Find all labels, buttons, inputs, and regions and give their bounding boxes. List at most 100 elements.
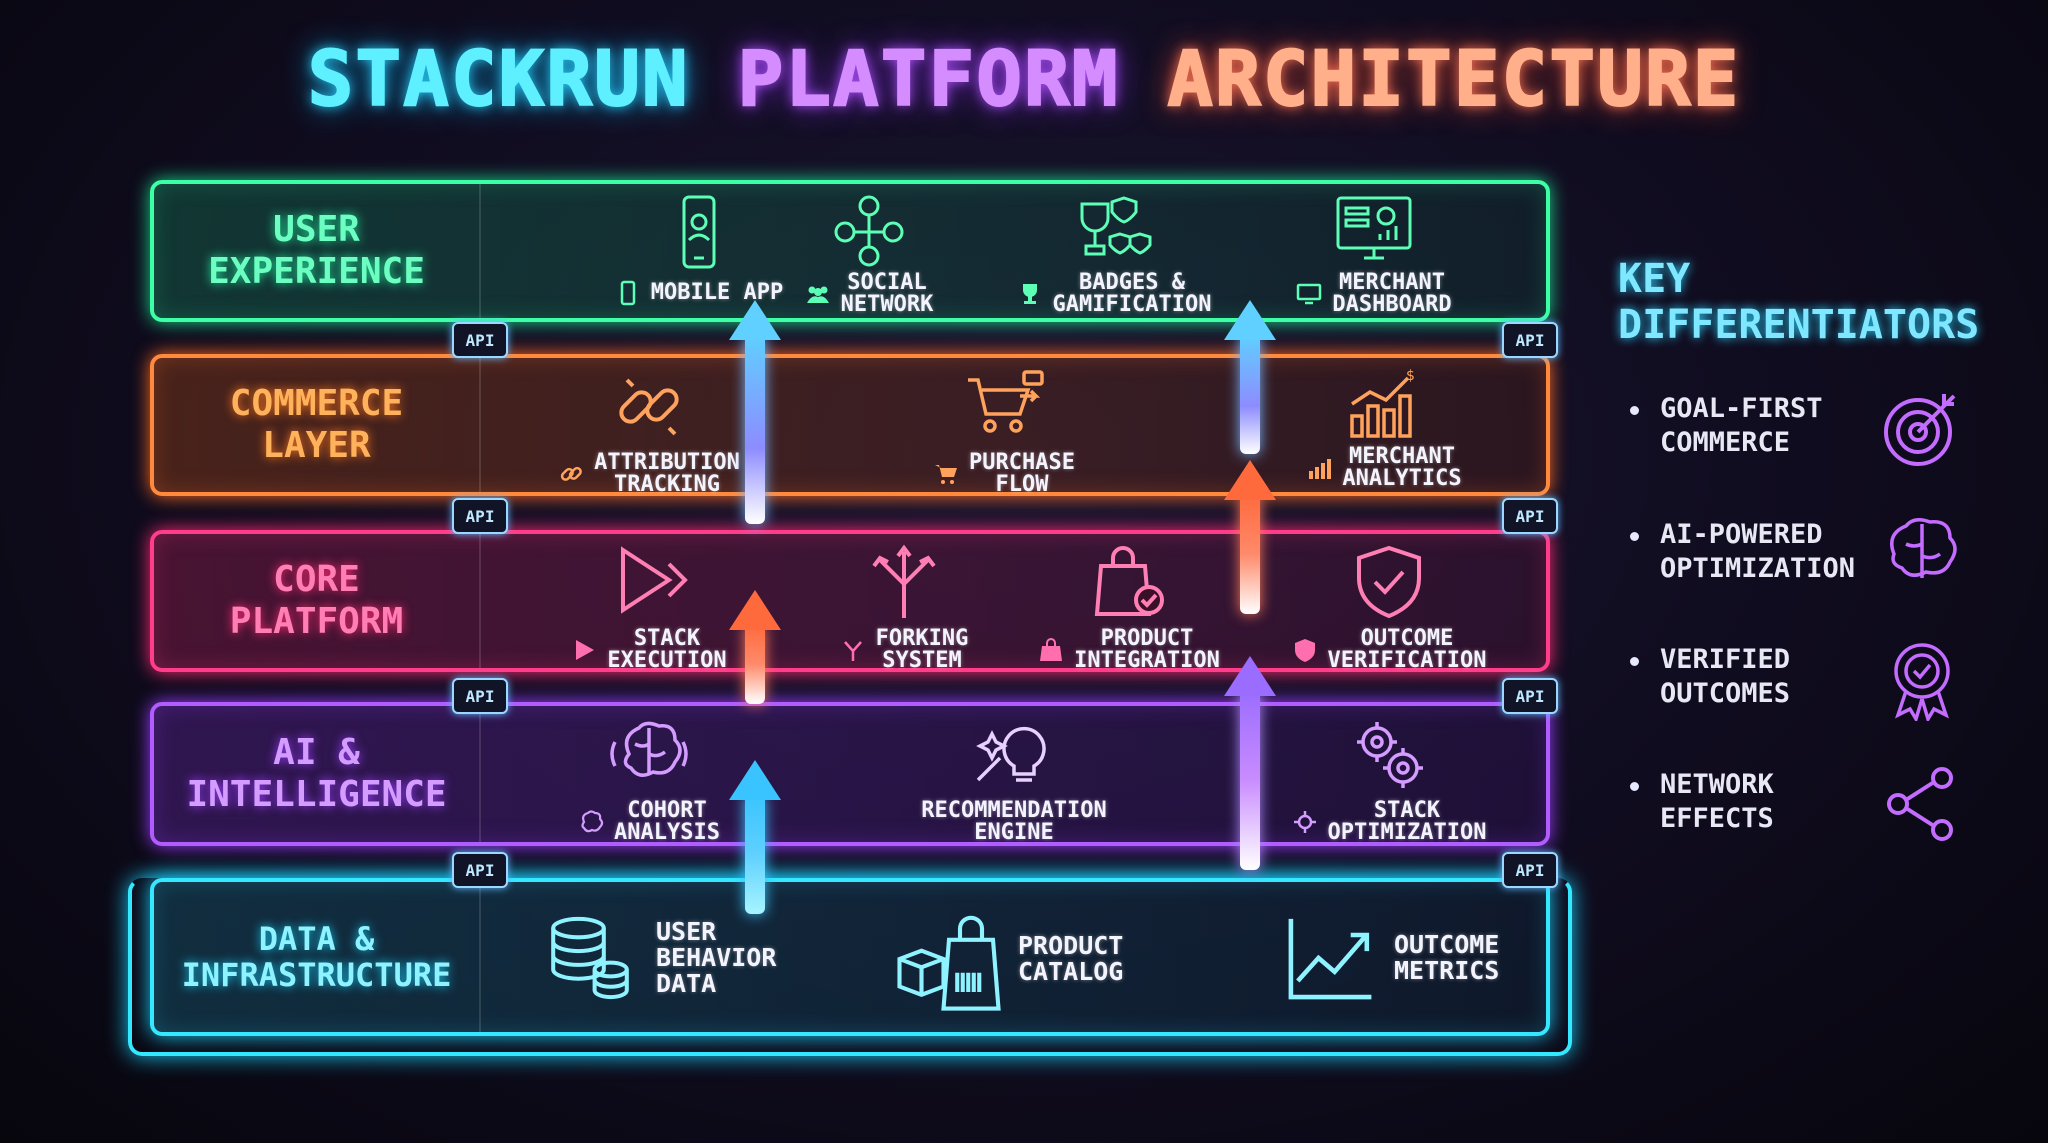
people-icon [806, 286, 829, 303]
flow-arrow [729, 300, 781, 524]
api-chip: API [1502, 852, 1558, 888]
ux-badges-gamification: BADGES & GAMIFICATION [999, 192, 1229, 316]
item-label: SOCIAL NETWORK [840, 270, 934, 317]
item-label: PRODUCT INTEGRATION [1074, 626, 1220, 673]
item-label: OUTCOME METRICS [1394, 930, 1500, 985]
differentiator-label: GOAL-FIRST COMMERCE [1660, 393, 1823, 458]
trophy-small-icon [1022, 284, 1037, 304]
gear-small-icon [1293, 811, 1316, 833]
layer-core-platform: CORE PLATFORM STACK EXECUTION FORKING SY… [150, 530, 1550, 672]
shield-small-icon [1294, 639, 1315, 662]
differentiator-label: AI-POWERED OPTIMIZATION [1660, 519, 1856, 584]
trend-chart-icon [1288, 918, 1372, 1000]
database-icon [551, 916, 629, 1000]
data-product-catalog: PRODUCT CATALOG [894, 904, 1194, 1014]
core-stack-execution: STACK EXECUTION [524, 542, 774, 672]
play-icon [621, 546, 688, 614]
differentiator-label: NETWORK EFFECTS [1660, 769, 1774, 834]
commerce-purchase-flow: PURCHASE FLOW [894, 366, 1114, 496]
layer-label: AI & INTELLIGENCE [154, 706, 481, 842]
differentiator-verified: VERIFIED OUTCOMES [1630, 643, 1970, 723]
ux-social-network: SOCIAL NETWORK [769, 192, 969, 316]
fork-icon [872, 544, 936, 618]
item-label: MERCHANT DASHBOARD [1332, 270, 1452, 317]
item-label: PRODUCT CATALOG [1018, 931, 1124, 986]
differentiator-ai-powered: AI-POWERED OPTIMIZATION [1630, 518, 1970, 598]
shopping-cart-icon [968, 370, 1044, 433]
differentiator-goal-first: GOAL-FIRST COMMERCE [1630, 392, 1970, 472]
bullet [1630, 406, 1639, 415]
flow-arrow [729, 590, 781, 704]
item-label: MOBILE APP [650, 280, 784, 305]
ux-merchant-dashboard: MERCHANT DASHBOARD [1274, 192, 1474, 316]
layer-user-experience: USER EXPERIENCE MOBILE APP SOCIAL NETWOR… [150, 180, 1550, 322]
item-label: BADGES & GAMIFICATION [1052, 270, 1212, 317]
dashboard-monitor-icon [1336, 196, 1412, 260]
social-network-icon [834, 195, 904, 267]
cart-small-icon [935, 465, 958, 484]
ai-recommendation-engine: RECOMMENDATION ENGINE [889, 714, 1139, 844]
lightbulb-icon [976, 727, 1046, 782]
bullet [1630, 532, 1639, 541]
bullet [1630, 657, 1639, 666]
layer-commerce: COMMERCE LAYER ATTRIBUTION TRACKING PURC… [150, 354, 1550, 496]
item-label: MERCHANT ANALYTICS [1342, 444, 1462, 491]
title-part-1: STACKRUN [307, 33, 690, 124]
differentiator-label: VERIFIED OUTCOMES [1660, 644, 1791, 709]
shopping-bag-check-icon [1094, 546, 1164, 616]
item-label: FORKING SYSTEM [875, 626, 969, 673]
commerce-attribution-tracking: ATTRIBUTION TRACKING [524, 366, 774, 496]
layer-label: COMMERCE LAYER [154, 358, 481, 492]
award-badge-icon [1894, 643, 1950, 721]
flow-arrow [1224, 300, 1276, 454]
title-part-3: ARCHITECTURE [1166, 33, 1741, 124]
bar-chart-icon: $ [1350, 368, 1415, 438]
flow-arrow [729, 760, 781, 914]
api-chip: API [1502, 322, 1558, 358]
item-label: USER BEHAVIOR DATA [656, 917, 777, 998]
layer-label: CORE PLATFORM [154, 534, 481, 668]
core-outcome-verification: OUTCOME VERIFICATION [1284, 542, 1494, 672]
api-chip: API [452, 678, 508, 714]
play-small-icon [576, 640, 595, 660]
item-label: OUTCOME VERIFICATION [1327, 626, 1487, 673]
svg-text:$: $ [1406, 368, 1415, 384]
data-layer-outer-glow [128, 878, 1572, 1056]
layer-label: USER EXPERIENCE [154, 184, 481, 318]
commerce-merchant-analytics: $ MERCHANT ANALYTICS [1284, 366, 1484, 490]
brain-icon [1890, 518, 1957, 578]
item-label: COHORT ANALYSIS [614, 798, 720, 845]
api-chip: API [1502, 678, 1558, 714]
page-title: STACKRUN PLATFORM ARCHITECTURE [0, 33, 2048, 124]
smartphone-icon [682, 195, 716, 269]
title-part-2: PLATFORM [736, 33, 1120, 124]
api-chip: API [452, 322, 508, 358]
share-icon [1887, 767, 1953, 841]
key-differentiators-title: KEY DIFFERENTIATORS [1618, 256, 1980, 348]
core-forking-system: FORKING SYSTEM [804, 542, 1004, 672]
item-label: PURCHASE FLOW [969, 450, 1075, 497]
item-label: STACK OPTIMIZATION [1327, 798, 1487, 845]
ux-mobile-app: MOBILE APP [599, 192, 799, 306]
ai-stack-optimization: STACK OPTIMIZATION [1284, 714, 1494, 844]
smartphone-small-icon [620, 280, 636, 306]
layer-ai-intelligence: AI & INTELLIGENCE COHORT ANALYSIS RECOMM… [150, 702, 1550, 846]
api-chip: API [452, 852, 508, 888]
product-boxes-icon [897, 915, 1001, 1011]
api-chip: API [1502, 498, 1558, 534]
bag-small-icon [1040, 638, 1063, 661]
link-small-icon [560, 466, 583, 481]
brain-icon [610, 721, 688, 777]
trophy-badges-icon [1080, 196, 1152, 256]
shield-check-icon [1357, 545, 1421, 619]
bullet [1630, 782, 1639, 791]
fork-small-icon [843, 641, 862, 661]
core-product-integration: PRODUCT INTEGRATION [1004, 542, 1254, 672]
gears-icon [1357, 722, 1423, 788]
item-label: RECOMMENDATION ENGINE [921, 798, 1107, 845]
monitor-small-icon [1297, 283, 1322, 305]
target-icon [1884, 394, 1956, 466]
bars-small-icon [1309, 459, 1332, 479]
item-label: STACK EXECUTION [607, 626, 727, 673]
chain-link-icon [619, 378, 679, 436]
